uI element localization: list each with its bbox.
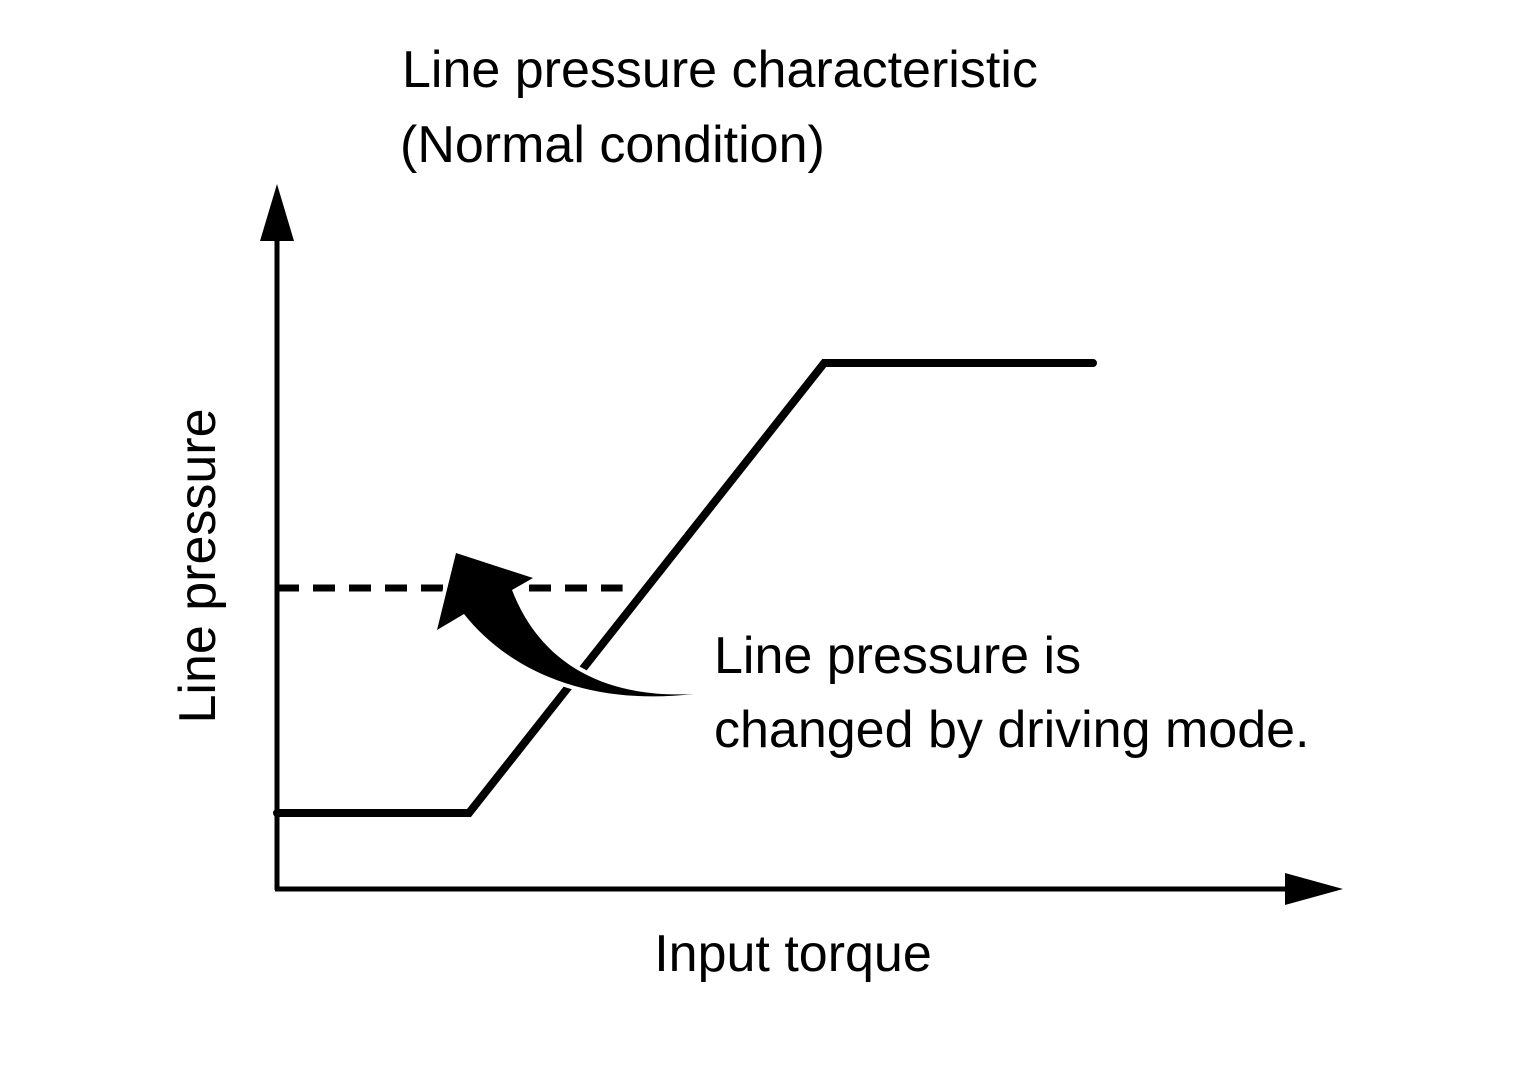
series-solid-line xyxy=(273,359,1097,817)
annotation-line-1: Line pressure is xyxy=(714,627,1081,685)
x-axis-arrowhead xyxy=(1285,873,1343,905)
y-axis-label: Line pressure xyxy=(169,408,227,723)
annotation-line-2: changed by driving mode. xyxy=(714,701,1310,759)
chart-title-line-1: Line pressure characteristic xyxy=(402,41,1038,99)
curved-arrow-icon xyxy=(433,549,698,701)
chart-title-line-2: (Normal condition) xyxy=(400,116,825,174)
x-axis-label: Input torque xyxy=(654,925,932,983)
y-axis-arrowhead xyxy=(260,184,294,241)
